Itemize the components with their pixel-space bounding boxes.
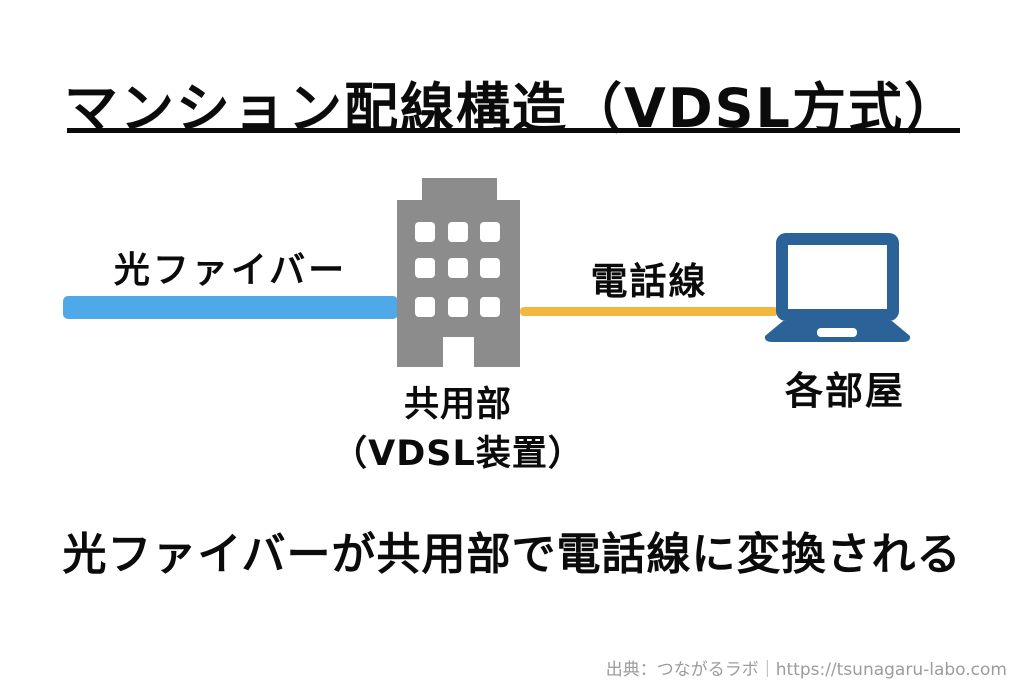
phone-line (520, 307, 778, 316)
fiber-line (63, 296, 398, 319)
laptop-screen (776, 233, 899, 321)
fiber-line-label: 光ファイバー (113, 250, 348, 291)
building-icon (397, 178, 520, 367)
building-window (415, 297, 435, 317)
title-underline (67, 128, 960, 133)
building-window (480, 297, 500, 317)
building-window (448, 258, 468, 278)
common-area-label-line2: （VDSL装置） (332, 434, 584, 474)
common-area-label-line1: 共用部 (403, 385, 512, 425)
building-window (415, 258, 435, 278)
building-window (480, 222, 500, 242)
source-credit: 出典：つながるラボ｜https://tsunagaru-labo.com (605, 660, 1007, 680)
building-window (480, 258, 500, 278)
rooms-label: 各部屋 (784, 369, 905, 413)
building-window (415, 222, 435, 242)
laptop-base (765, 321, 910, 342)
laptop-icon (765, 233, 910, 342)
phone-line-label: 電話線 (590, 260, 708, 303)
building-window (448, 297, 468, 317)
building-door (443, 337, 474, 367)
building-window (448, 222, 468, 242)
common-area-label: 共用部 （VDSL装置） (308, 381, 608, 479)
diagram-caption: 光ファイバーが共用部で電話線に変換される (62, 529, 962, 580)
